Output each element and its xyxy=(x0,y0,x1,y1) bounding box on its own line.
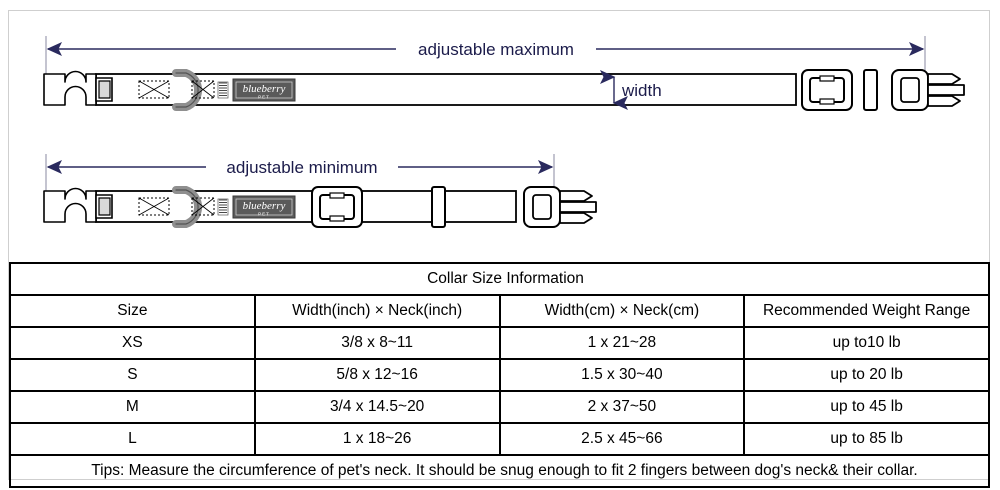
table-row: XS 3/8 x 8~11 1 x 21~28 up to10 lb xyxy=(9,326,990,360)
male-buckle-max xyxy=(891,69,965,111)
collar-min: blueberry PET xyxy=(43,186,597,228)
cell-size: XS xyxy=(9,326,256,360)
table-row: M 3/4 x 14.5~20 2 x 37~50 up to 45 lb xyxy=(9,390,990,424)
collar-diagram: adjustable maximum xyxy=(8,10,990,262)
female-buckle-min xyxy=(43,187,113,223)
cell-size: L xyxy=(9,422,256,456)
hatch-strip-max xyxy=(217,81,229,99)
cell-inch: 1 x 18~26 xyxy=(253,422,501,456)
header-weight: Recommended Weight Range xyxy=(743,294,990,328)
header-cm: Width(cm) × Neck(cm) xyxy=(498,294,746,328)
brand-name-min: blueberry xyxy=(243,200,286,212)
slider-buckle-max xyxy=(801,69,853,111)
cell-cm: 1 x 21~28 xyxy=(498,326,746,360)
table-header-row: Size Width(inch) × Neck(inch) Width(cm) … xyxy=(9,294,990,328)
cell-weight: up to 85 lb xyxy=(743,422,990,456)
cell-cm: 1.5 x 30~40 xyxy=(498,358,746,392)
min-dimension-group: adjustable minimum xyxy=(45,154,555,206)
d-ring-max xyxy=(172,69,203,111)
collar-size-table: Collar Size Information Size Width(inch)… xyxy=(9,262,990,488)
collar-max: blueberry PET width xyxy=(43,69,965,111)
cell-size: M xyxy=(9,390,256,424)
brand-patch-min: blueberry PET xyxy=(232,195,296,219)
header-size: Size xyxy=(9,294,256,328)
table-tips-row: Tips: Measure the circumference of pet's… xyxy=(9,454,990,488)
cell-inch: 3/8 x 8~11 xyxy=(253,326,501,360)
max-dimension-label: adjustable maximum xyxy=(418,40,574,59)
cell-weight: up to10 lb xyxy=(743,326,990,360)
min-dimension-label: adjustable minimum xyxy=(226,158,377,177)
keeper-loop-max xyxy=(863,69,878,111)
female-buckle-max xyxy=(43,70,113,106)
male-buckle-min xyxy=(523,186,597,228)
hatch-strip-min xyxy=(217,198,229,216)
tips-text: Tips: Measure the circumference of pet's… xyxy=(9,454,990,488)
cell-weight: up to 45 lb xyxy=(743,390,990,424)
width-dimension-group: width xyxy=(600,70,662,110)
cell-cm: 2.5 x 45~66 xyxy=(498,422,746,456)
width-dimension-label: width xyxy=(621,81,662,100)
table-title: Collar Size Information xyxy=(9,262,990,296)
header-inch: Width(inch) × Neck(inch) xyxy=(253,294,501,328)
table-row: S 5/8 x 12~16 1.5 x 30~40 up to 20 lb xyxy=(9,358,990,392)
brand-patch-max: blueberry PET xyxy=(232,78,296,102)
cell-size: S xyxy=(9,358,256,392)
table-title-row: Collar Size Information xyxy=(9,262,990,296)
brand-sub-min: PET xyxy=(258,212,270,217)
cell-weight: up to 20 lb xyxy=(743,358,990,392)
keeper-loop-min xyxy=(431,186,446,228)
cell-cm: 2 x 37~50 xyxy=(498,390,746,424)
brand-name-max: blueberry xyxy=(243,83,286,95)
brand-sub-max: PET xyxy=(258,95,270,100)
cell-inch: 5/8 x 12~16 xyxy=(253,358,501,392)
slider-buckle-min xyxy=(311,186,363,228)
d-ring-min xyxy=(172,186,203,228)
cell-inch: 3/4 x 14.5~20 xyxy=(253,390,501,424)
max-dimension-group: adjustable maximum xyxy=(45,36,926,90)
table-row: L 1 x 18~26 2.5 x 45~66 up to 85 lb xyxy=(9,422,990,456)
